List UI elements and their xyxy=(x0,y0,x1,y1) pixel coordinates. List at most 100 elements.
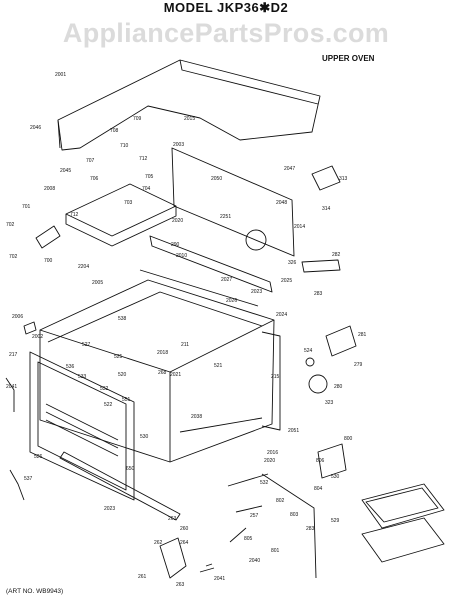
part-label-709: 709 xyxy=(133,116,142,122)
part-label-211: 211 xyxy=(181,342,189,348)
part-label-2003: 2003 xyxy=(173,142,184,148)
part-label-283: 283 xyxy=(314,291,323,297)
part-label-712: 712 xyxy=(139,156,148,162)
part-label-326: 326 xyxy=(288,260,297,266)
part-label-2016: 2016 xyxy=(267,450,278,456)
part-label-262: 262 xyxy=(154,540,163,546)
diagram-subtitle: UPPER OVEN xyxy=(322,54,375,63)
part-label-2045: 2045 xyxy=(60,168,71,174)
part-label-268: 268 xyxy=(158,370,167,376)
part-label-2041: 2041 xyxy=(6,384,17,390)
part-label-279: 279 xyxy=(354,362,363,368)
part-label-2038: 2038 xyxy=(191,414,202,420)
watermark: AppliancePartsPros.com xyxy=(62,18,390,48)
part-label-313: 313 xyxy=(339,176,348,182)
part-label-803: 803 xyxy=(290,512,299,518)
part-label-2002: 2002 xyxy=(32,334,43,340)
part-label-2020: 2020 xyxy=(264,458,275,464)
part-label-712: 712 xyxy=(70,212,79,218)
part-label-526: 526 xyxy=(34,454,43,460)
part-label-323: 323 xyxy=(325,400,334,406)
part-label-707: 707 xyxy=(86,158,95,164)
part-label-290: 290 xyxy=(171,242,180,248)
part-label-2020: 2020 xyxy=(172,218,183,224)
part-label-804: 804 xyxy=(314,486,323,492)
part-label-263: 263 xyxy=(176,582,185,588)
part-label-805: 805 xyxy=(244,536,253,542)
part-label-529: 529 xyxy=(331,518,340,524)
oven-door xyxy=(29,351,135,501)
part-label-538: 538 xyxy=(118,316,127,322)
part-label-2040: 2040 xyxy=(249,558,260,564)
part-label-806: 806 xyxy=(316,458,325,464)
part-label-217: 217 xyxy=(9,352,18,358)
part-label-2006: 2006 xyxy=(12,314,23,320)
part-label-2025: 2025 xyxy=(281,278,292,284)
part-label-701: 701 xyxy=(22,204,31,210)
part-label-702: 702 xyxy=(9,254,18,260)
part-label-2015: 2015 xyxy=(184,116,195,122)
part-label-530: 530 xyxy=(140,434,149,440)
part-label-710: 710 xyxy=(120,143,129,149)
part-label-532: 532 xyxy=(260,480,269,486)
part-label-2010: 2010 xyxy=(176,253,187,259)
part-label-2023: 2023 xyxy=(251,289,262,295)
part-label-2047: 2047 xyxy=(284,166,295,172)
burner-box xyxy=(65,183,177,237)
part-label-705: 705 xyxy=(145,174,154,180)
part-label-2251: 2251 xyxy=(220,214,231,220)
part-label-801: 801 xyxy=(271,548,280,554)
part-label-257: 257 xyxy=(250,513,259,519)
top-cover xyxy=(57,59,321,151)
part-label-281: 281 xyxy=(358,332,367,338)
part-label-706: 706 xyxy=(90,176,99,182)
part-label-532: 532 xyxy=(100,386,109,392)
part-label-520: 520 xyxy=(118,372,127,378)
art-number: (ART NO. WB9943) xyxy=(6,588,64,595)
part-label-551: 551 xyxy=(122,397,131,403)
part-label-2005: 2005 xyxy=(92,280,103,286)
part-label-2048: 2048 xyxy=(276,200,287,206)
part-label-2001: 2001 xyxy=(55,72,66,78)
part-label-264: 264 xyxy=(180,540,189,546)
model-title: MODEL JKP36✱D2 xyxy=(163,0,289,15)
back-panel xyxy=(171,147,295,257)
part-label-522: 522 xyxy=(104,402,113,408)
oven-body xyxy=(39,279,275,463)
part-label-282: 282 xyxy=(332,252,341,258)
part-label-702: 702 xyxy=(6,222,15,228)
part-label-650: 650 xyxy=(126,466,135,472)
part-label-2041: 2041 xyxy=(214,576,225,582)
part-label-2024: 2024 xyxy=(276,312,287,318)
part-label-802: 802 xyxy=(276,498,285,504)
part-label-2026: 2026 xyxy=(226,298,237,304)
part-label-537: 537 xyxy=(24,476,33,482)
part-label-700: 700 xyxy=(44,258,53,264)
part-label-314: 314 xyxy=(322,206,331,212)
part-label-524: 524 xyxy=(304,348,313,354)
part-label-708: 708 xyxy=(110,128,119,134)
part-label-800: 800 xyxy=(344,436,353,442)
part-label-533: 533 xyxy=(78,374,87,380)
part-label-283: 283 xyxy=(306,526,315,532)
part-label-525: 525 xyxy=(114,354,123,360)
broiler-pan-base xyxy=(361,517,445,563)
part-label-2027: 2027 xyxy=(221,277,232,283)
thermostat xyxy=(311,165,341,191)
light-housing xyxy=(325,325,357,357)
part-label-261: 261 xyxy=(138,574,147,580)
part-label-215: 215 xyxy=(271,374,280,380)
part-label-2204: 2204 xyxy=(78,264,89,270)
part-label-2050: 2050 xyxy=(211,176,222,182)
part-label-263: 263 xyxy=(168,516,177,522)
part-label-2008: 2008 xyxy=(44,186,55,192)
part-label-527: 527 xyxy=(82,342,91,348)
part-label-2046: 2046 xyxy=(30,125,41,131)
part-label-530: 530 xyxy=(331,474,340,480)
part-label-2021: 2021 xyxy=(170,372,181,378)
broiler-pan xyxy=(361,483,445,529)
part-label-521: 521 xyxy=(214,363,223,369)
part-label-536: 536 xyxy=(66,364,75,370)
part-label-704: 704 xyxy=(142,186,151,192)
part-label-2018: 2018 xyxy=(157,350,168,356)
